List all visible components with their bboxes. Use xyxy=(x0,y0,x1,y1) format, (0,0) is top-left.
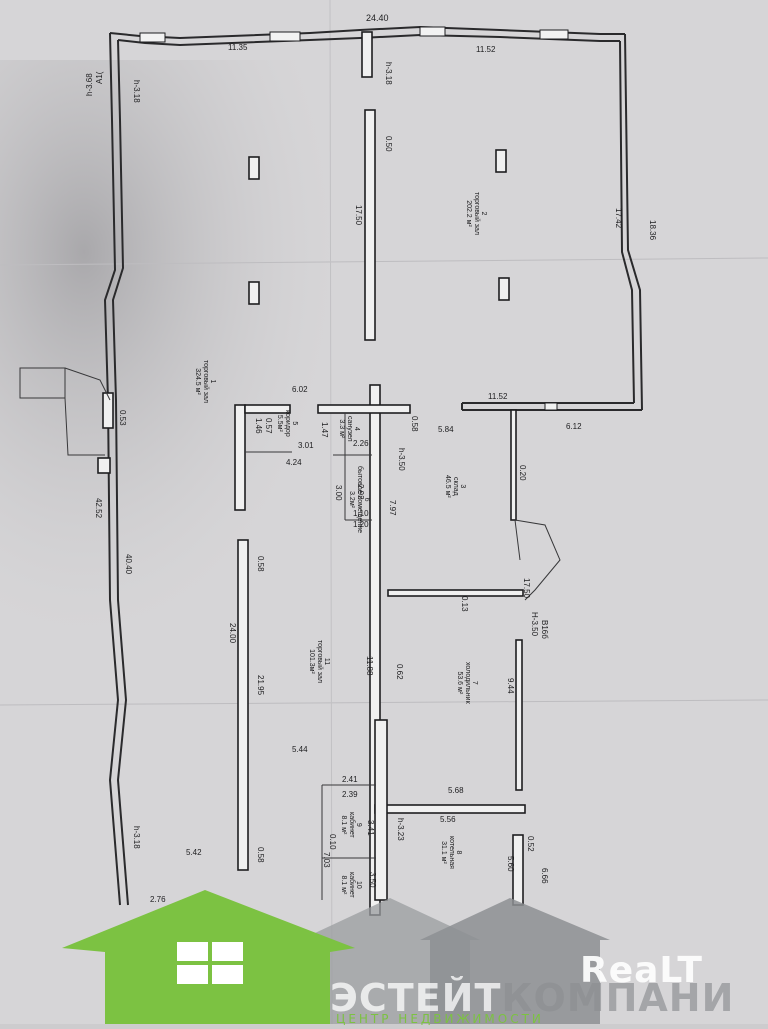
left-h-label: h-3.18 xyxy=(132,80,141,103)
d-797: 7.97 xyxy=(388,500,397,516)
d-052: 0.52 xyxy=(526,836,535,852)
interior-walls xyxy=(97,31,526,916)
left-axis-label: A1( xyxy=(95,71,104,84)
brand-tail-text: КОМПАНИ xyxy=(501,976,735,1020)
d-276: 2.76 xyxy=(150,895,166,904)
d-020: 0.20 xyxy=(518,465,527,481)
right-outer-label: 18.36 xyxy=(648,220,657,241)
d-h350b: H-3.50 xyxy=(530,612,539,637)
windows-top xyxy=(139,26,569,411)
left-height-label: h-3.68 xyxy=(85,73,94,96)
d-2195: 21.95 xyxy=(256,675,265,696)
d-013: 0.13 xyxy=(460,596,469,612)
d-226: 2.26 xyxy=(353,439,369,448)
overall-width-label: 24.40 xyxy=(366,13,389,23)
d-058: 0.58 xyxy=(410,416,419,432)
d-4040: 40.40 xyxy=(124,554,133,575)
d-b16: B16б xyxy=(540,620,549,639)
d-2400: 24.00 xyxy=(228,623,237,644)
d-120: 1.20 xyxy=(353,520,369,529)
d-058c: 0.58 xyxy=(256,847,265,863)
d-544: 5.44 xyxy=(292,745,308,754)
d-h323: h-3.23 xyxy=(396,818,405,841)
d-602: 6.02 xyxy=(292,385,308,394)
d-010: 0.10 xyxy=(328,834,337,850)
d-241: 2.41 xyxy=(342,775,358,784)
col-thk-label: 0.50 xyxy=(384,136,393,152)
right-len-label: 17.42 xyxy=(614,208,623,229)
right-lower-w-label: 6.12 xyxy=(566,422,582,431)
d-239: 2.39 xyxy=(342,790,358,799)
d-h318b: h-3.18 xyxy=(132,826,141,849)
tagline: ЦЕНТР НЕДВИЖИМОСТИ xyxy=(336,1012,544,1026)
thin-partitions xyxy=(19,367,561,900)
d-560: 5.60 xyxy=(506,856,515,872)
d-146: 1.46 xyxy=(254,418,263,434)
d-4252: 42.52 xyxy=(94,498,103,519)
d-568: 5.68 xyxy=(448,786,464,795)
d-062: 0.62 xyxy=(395,664,404,680)
d-h350: h-3.50 xyxy=(397,448,406,471)
d-584: 5.84 xyxy=(438,425,454,434)
d-341: 3.41 xyxy=(366,820,375,836)
d-944: 9.44 xyxy=(506,678,515,694)
d-147: 1.47 xyxy=(320,422,329,438)
d-057: 0.57 xyxy=(264,418,273,434)
d-1188: 11.88 xyxy=(365,656,374,676)
d-301: 3.01 xyxy=(298,441,314,450)
d-424: 4.24 xyxy=(286,458,302,467)
col-len-label: 17.50 xyxy=(354,205,363,226)
d-542: 5.42 xyxy=(186,848,202,857)
top-right-seg-label: 11.52 xyxy=(476,45,496,54)
estate-company-watermark: ReaLT ЭСТЕЙТКОМПАНИ ЦЕНТР НЕДВИЖИМОСТИ xyxy=(0,880,768,1026)
top-left-seg-label: 11.35 xyxy=(228,43,248,52)
d-300: 3.00 xyxy=(334,485,343,501)
d-110: 1.10 xyxy=(353,509,369,518)
brand-main: ЭСТЕЙТКОМПАНИ xyxy=(330,976,734,1020)
d-556: 5.56 xyxy=(440,815,456,824)
col-h-label: h-3.18 xyxy=(384,62,393,85)
d-1750: 17.50 xyxy=(522,578,531,599)
d-703: 7.03 xyxy=(322,852,331,868)
d-058b: 0.58 xyxy=(256,556,265,572)
d-053: 0.53 xyxy=(118,410,127,426)
realt-logo: ReaLT xyxy=(580,950,703,991)
house-logo-icon xyxy=(62,890,610,1024)
brand-main-text: ЭСТЕЙТ xyxy=(330,976,502,1020)
right-lower-label: 11.52 xyxy=(488,392,508,401)
